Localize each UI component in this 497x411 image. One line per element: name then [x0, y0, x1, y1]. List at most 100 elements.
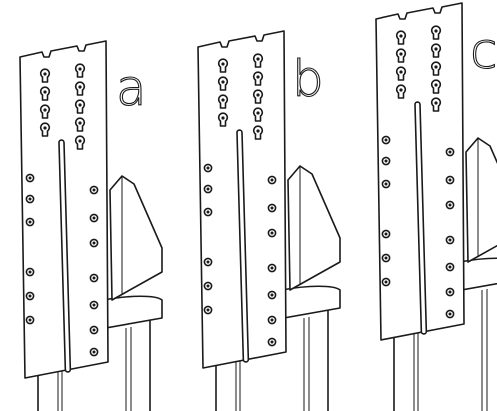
bolt-hole-center	[270, 206, 274, 210]
bolt-hole-center	[448, 265, 452, 269]
keyhole-center	[434, 47, 438, 51]
panel-label-b: b	[292, 50, 324, 108]
keyhole-slot	[74, 81, 86, 96]
bolt-hole-center	[92, 188, 96, 192]
keyhole-center	[78, 67, 82, 71]
side-gusset	[287, 165, 341, 291]
keyhole-center	[78, 103, 82, 107]
bolt-hole-center	[384, 280, 388, 284]
keyhole-slot	[39, 86, 51, 101]
keyhole-slot	[430, 61, 442, 76]
bolt-hole-center	[448, 150, 452, 154]
keyhole-slot	[39, 68, 51, 83]
keyhole-center	[399, 52, 403, 56]
keyhole-slot	[252, 125, 264, 140]
side-gusset	[109, 175, 163, 301]
bolt-hole-center	[28, 197, 32, 201]
keyhole-slot	[430, 79, 442, 94]
keyhole-center	[221, 80, 225, 84]
bolt-hole-center	[448, 203, 452, 207]
keyhole-center	[78, 85, 82, 89]
keyhole-slot	[252, 107, 264, 122]
keyhole-slot	[395, 66, 407, 81]
bolt-hole-center	[270, 266, 274, 270]
bolt-hole-center	[448, 290, 452, 294]
keyhole-slot	[217, 112, 229, 127]
side-gusset	[465, 137, 497, 263]
bolt-hole-center	[448, 312, 452, 316]
keyhole-center	[221, 62, 225, 66]
keyhole-slot	[252, 89, 264, 104]
keyhole-center	[434, 83, 438, 87]
keyhole-center	[43, 72, 47, 76]
bolt-hole-center	[92, 276, 96, 280]
bolt-hole-center	[270, 318, 274, 322]
bolt-hole-center	[206, 210, 210, 214]
keyhole-slot	[39, 122, 51, 137]
keyhole-center	[399, 88, 403, 92]
bolt-hole-center	[384, 138, 388, 142]
keyhole-slot	[395, 48, 407, 63]
panel-label-a: a	[116, 59, 147, 117]
bolt-hole-center	[206, 308, 210, 312]
keyhole-slot	[395, 30, 407, 45]
keyhole-slot	[217, 94, 229, 109]
bolt-hole-center	[206, 260, 210, 264]
keyhole-center	[256, 75, 260, 79]
keyhole-center	[256, 111, 260, 115]
bolt-hole-center	[92, 328, 96, 332]
bolt-hole-center	[448, 178, 452, 182]
bolt-hole-center	[270, 178, 274, 182]
keyhole-slot	[252, 53, 264, 68]
bolt-hole-center	[92, 350, 96, 354]
keyhole-slot	[74, 135, 86, 150]
keyhole-center	[256, 93, 260, 97]
keyhole-slot	[430, 43, 442, 58]
center-slot	[414, 101, 428, 335]
bolt-hole-center	[448, 238, 452, 242]
bolt-hole-center	[28, 270, 32, 274]
keyhole-slot	[252, 71, 264, 86]
keyhole-center	[221, 116, 225, 120]
bolt-hole-center	[206, 166, 210, 170]
mounting-plate-c-figure	[375, 2, 497, 411]
keyhole-slot	[217, 58, 229, 73]
bolt-hole-center	[206, 187, 210, 191]
bolt-hole-center	[92, 241, 96, 245]
keyhole-center	[78, 139, 82, 143]
keyhole-center	[399, 34, 403, 38]
mounting-plate-a-figure	[19, 40, 163, 411]
keyhole-center	[434, 101, 438, 105]
bolt-hole-center	[270, 340, 274, 344]
bolt-hole-center	[28, 220, 32, 224]
keyhole-center	[256, 129, 260, 133]
keyhole-slot	[74, 63, 86, 78]
center-slot	[236, 129, 250, 363]
bolt-hole-center	[92, 216, 96, 220]
keyhole-slot	[430, 97, 442, 112]
keyhole-center	[399, 70, 403, 74]
keyhole-slot	[39, 104, 51, 119]
keyhole-slot	[217, 76, 229, 91]
bolt-hole-center	[384, 232, 388, 236]
bolt-hole-center	[270, 231, 274, 235]
bolt-hole-center	[28, 318, 32, 322]
keyhole-center	[434, 29, 438, 33]
bolt-hole-center	[384, 256, 388, 260]
keyhole-center	[43, 90, 47, 94]
bolt-hole-center	[270, 293, 274, 297]
keyhole-slot	[430, 25, 442, 40]
bolt-hole-center	[384, 182, 388, 186]
keyhole-slot	[74, 99, 86, 114]
mounting-plate-b-figure	[197, 30, 341, 411]
keyhole-slot	[74, 117, 86, 132]
bolt-hole-center	[384, 159, 388, 163]
center-slot	[58, 139, 72, 373]
bolt-hole-center	[28, 294, 32, 298]
bolt-hole-center	[28, 176, 32, 180]
bolt-hole-center	[206, 284, 210, 288]
keyhole-center	[256, 57, 260, 61]
keyhole-center	[43, 126, 47, 130]
panel-label-c: c	[470, 22, 497, 80]
